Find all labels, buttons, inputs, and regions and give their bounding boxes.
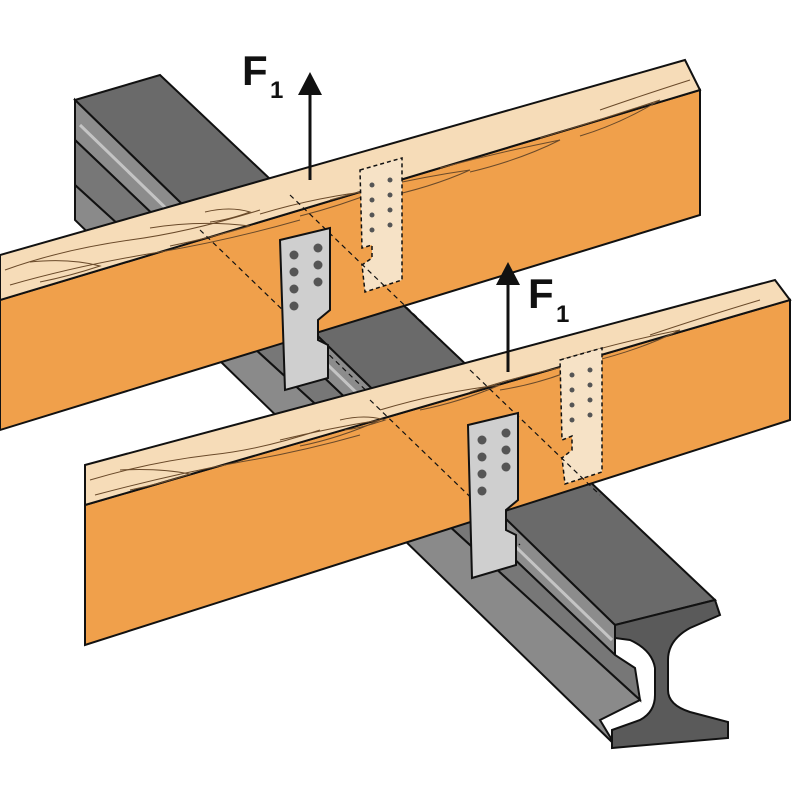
upper-hidden-bracket-plate <box>359 157 403 293</box>
upper-beam-top <box>0 58 702 302</box>
lower-front-bracket-plate <box>466 411 519 580</box>
lower-timber-beam <box>84 278 792 647</box>
force-label-upper: F 1 <box>242 47 283 104</box>
upper-projection-lines <box>199 194 561 521</box>
force-arrow-upper <box>298 72 322 180</box>
force-symbol-lower: F <box>528 270 554 317</box>
lower-beam-top <box>84 278 792 507</box>
rail-end-section <box>611 598 729 750</box>
force-subscript-lower: 1 <box>556 301 569 328</box>
lower-front-bracket <box>466 411 519 580</box>
lower-hidden-bracket <box>559 347 603 485</box>
upper-hidden-bracket <box>359 157 403 293</box>
lower-hidden-bracket-plate <box>559 347 603 485</box>
upper-timber-beam <box>0 58 702 432</box>
upper-hidden-bracket-holes <box>369 177 393 233</box>
lower-hidden-bracket-holes <box>569 367 593 423</box>
upper-front-bracket-plate <box>278 226 331 392</box>
upper-front-bracket <box>278 226 331 392</box>
force-subscript-upper: 1 <box>270 77 283 104</box>
force-arrow-lower <box>496 262 520 372</box>
force-label-lower: F 1 <box>528 270 569 328</box>
lower-beam-grain <box>89 299 761 496</box>
lower-front-bracket-holes <box>477 428 511 496</box>
force-symbol-upper: F <box>242 47 268 94</box>
upper-front-bracket-holes <box>289 243 323 311</box>
